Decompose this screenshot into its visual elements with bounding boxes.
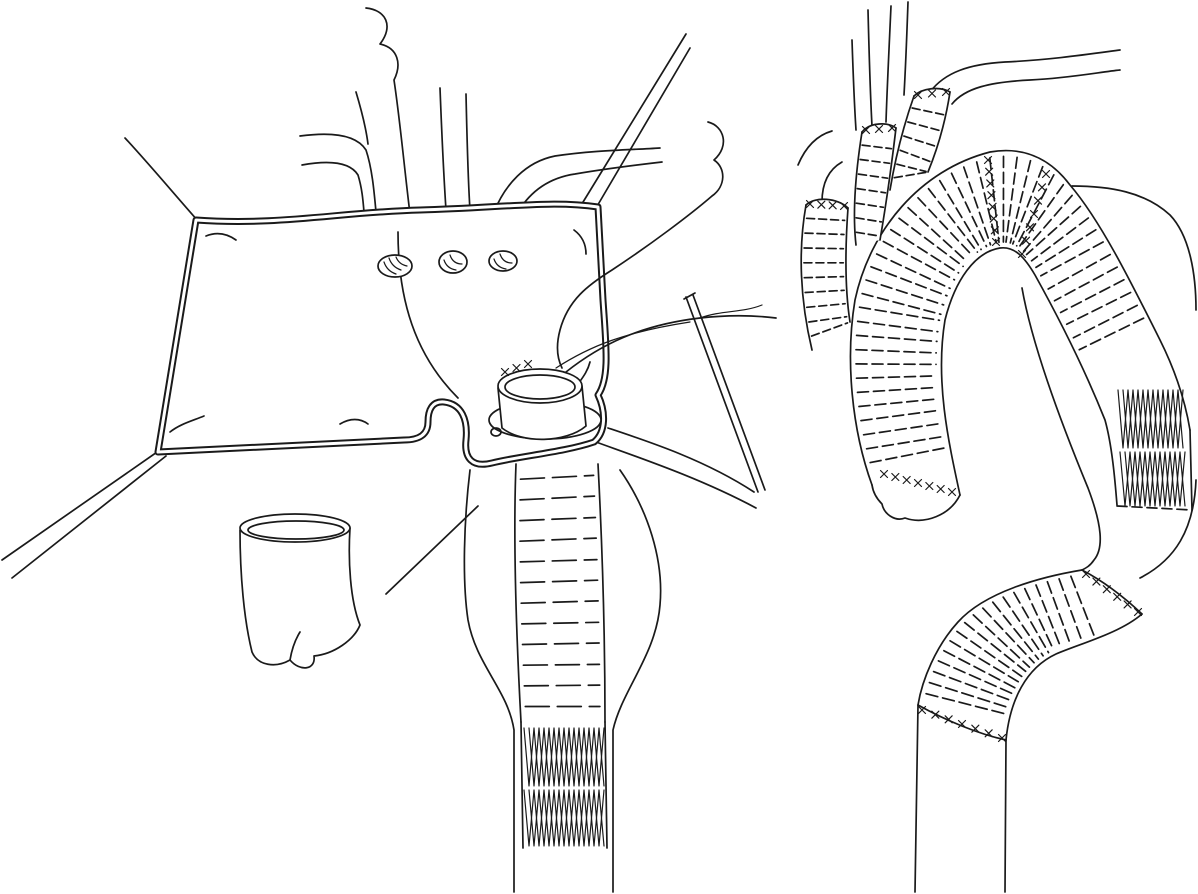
distal-aorta-wall	[1005, 740, 1006, 892]
vessel-line	[930, 50, 1120, 92]
graft-rib	[523, 643, 600, 645]
graft-rib	[1047, 582, 1070, 644]
vessel-line	[886, 6, 891, 122]
vessel-line	[822, 162, 842, 202]
stay-suture-upper-left	[125, 138, 198, 221]
graft-edge	[1006, 614, 1142, 740]
graft-rib	[520, 518, 595, 521]
segment-body	[240, 528, 360, 668]
graft-rib	[520, 560, 597, 562]
stent-edge	[605, 722, 607, 848]
left-panel-open-arch	[2, 8, 776, 892]
distal-aorta-wall	[915, 705, 918, 892]
spare-graft-segment	[240, 514, 360, 668]
graft-edge	[598, 464, 605, 722]
graft-rib	[520, 538, 596, 541]
graft-rib	[944, 651, 1015, 688]
graft-edge	[515, 464, 521, 722]
vessel-line	[580, 34, 686, 207]
graft-rib	[523, 664, 599, 665]
aorta-wall-right	[613, 470, 661, 892]
surgical-instrument	[684, 293, 765, 492]
branch-graft-fill	[801, 199, 850, 350]
graft-rib	[524, 685, 599, 686]
vessel-line	[466, 94, 470, 210]
graft-rib	[520, 496, 594, 500]
instrument-shaft	[686, 297, 758, 492]
vessel-line	[852, 40, 856, 130]
right-panel-completed-repair	[798, 2, 1196, 892]
vessel-line	[868, 10, 872, 126]
graft-rib	[965, 623, 1026, 672]
vessel-line	[596, 48, 690, 208]
graft-anastomosis	[1082, 570, 1142, 614]
vessel-line	[300, 134, 376, 212]
segment-rim-outer	[240, 514, 350, 542]
stay-suture-lower-left	[12, 456, 166, 578]
vessel-line	[356, 92, 368, 144]
graft-rib	[926, 694, 1005, 714]
stay-suture-lower-left	[2, 450, 160, 560]
elephant-trunk-graft	[515, 464, 607, 848]
graft-rib	[521, 475, 594, 479]
vessel-line	[440, 88, 446, 210]
stay-suture-right	[608, 428, 754, 492]
graft-rib	[1071, 576, 1094, 635]
graft-rib	[1059, 579, 1081, 640]
graft-rib	[1003, 597, 1043, 656]
graft-rib	[950, 641, 1018, 682]
graft-rib	[521, 580, 598, 582]
graft-rib	[522, 622, 599, 624]
stent-edge	[521, 722, 523, 848]
arch-graft	[850, 151, 1192, 521]
instrument-shaft	[693, 295, 765, 490]
graft-rib	[521, 601, 598, 603]
aorta-wall-left	[464, 470, 514, 892]
vessel-line	[952, 70, 1120, 104]
collar-rim-outer	[498, 369, 582, 403]
vessel-line	[302, 162, 364, 212]
suture-stitch	[1103, 586, 1110, 593]
suture-stitch	[1114, 593, 1121, 600]
supra-aortic-vessels	[300, 8, 690, 214]
stent-segment	[524, 728, 604, 846]
vessel-line	[798, 131, 832, 165]
descending-graft	[915, 570, 1142, 892]
vessel-line	[904, 2, 908, 95]
